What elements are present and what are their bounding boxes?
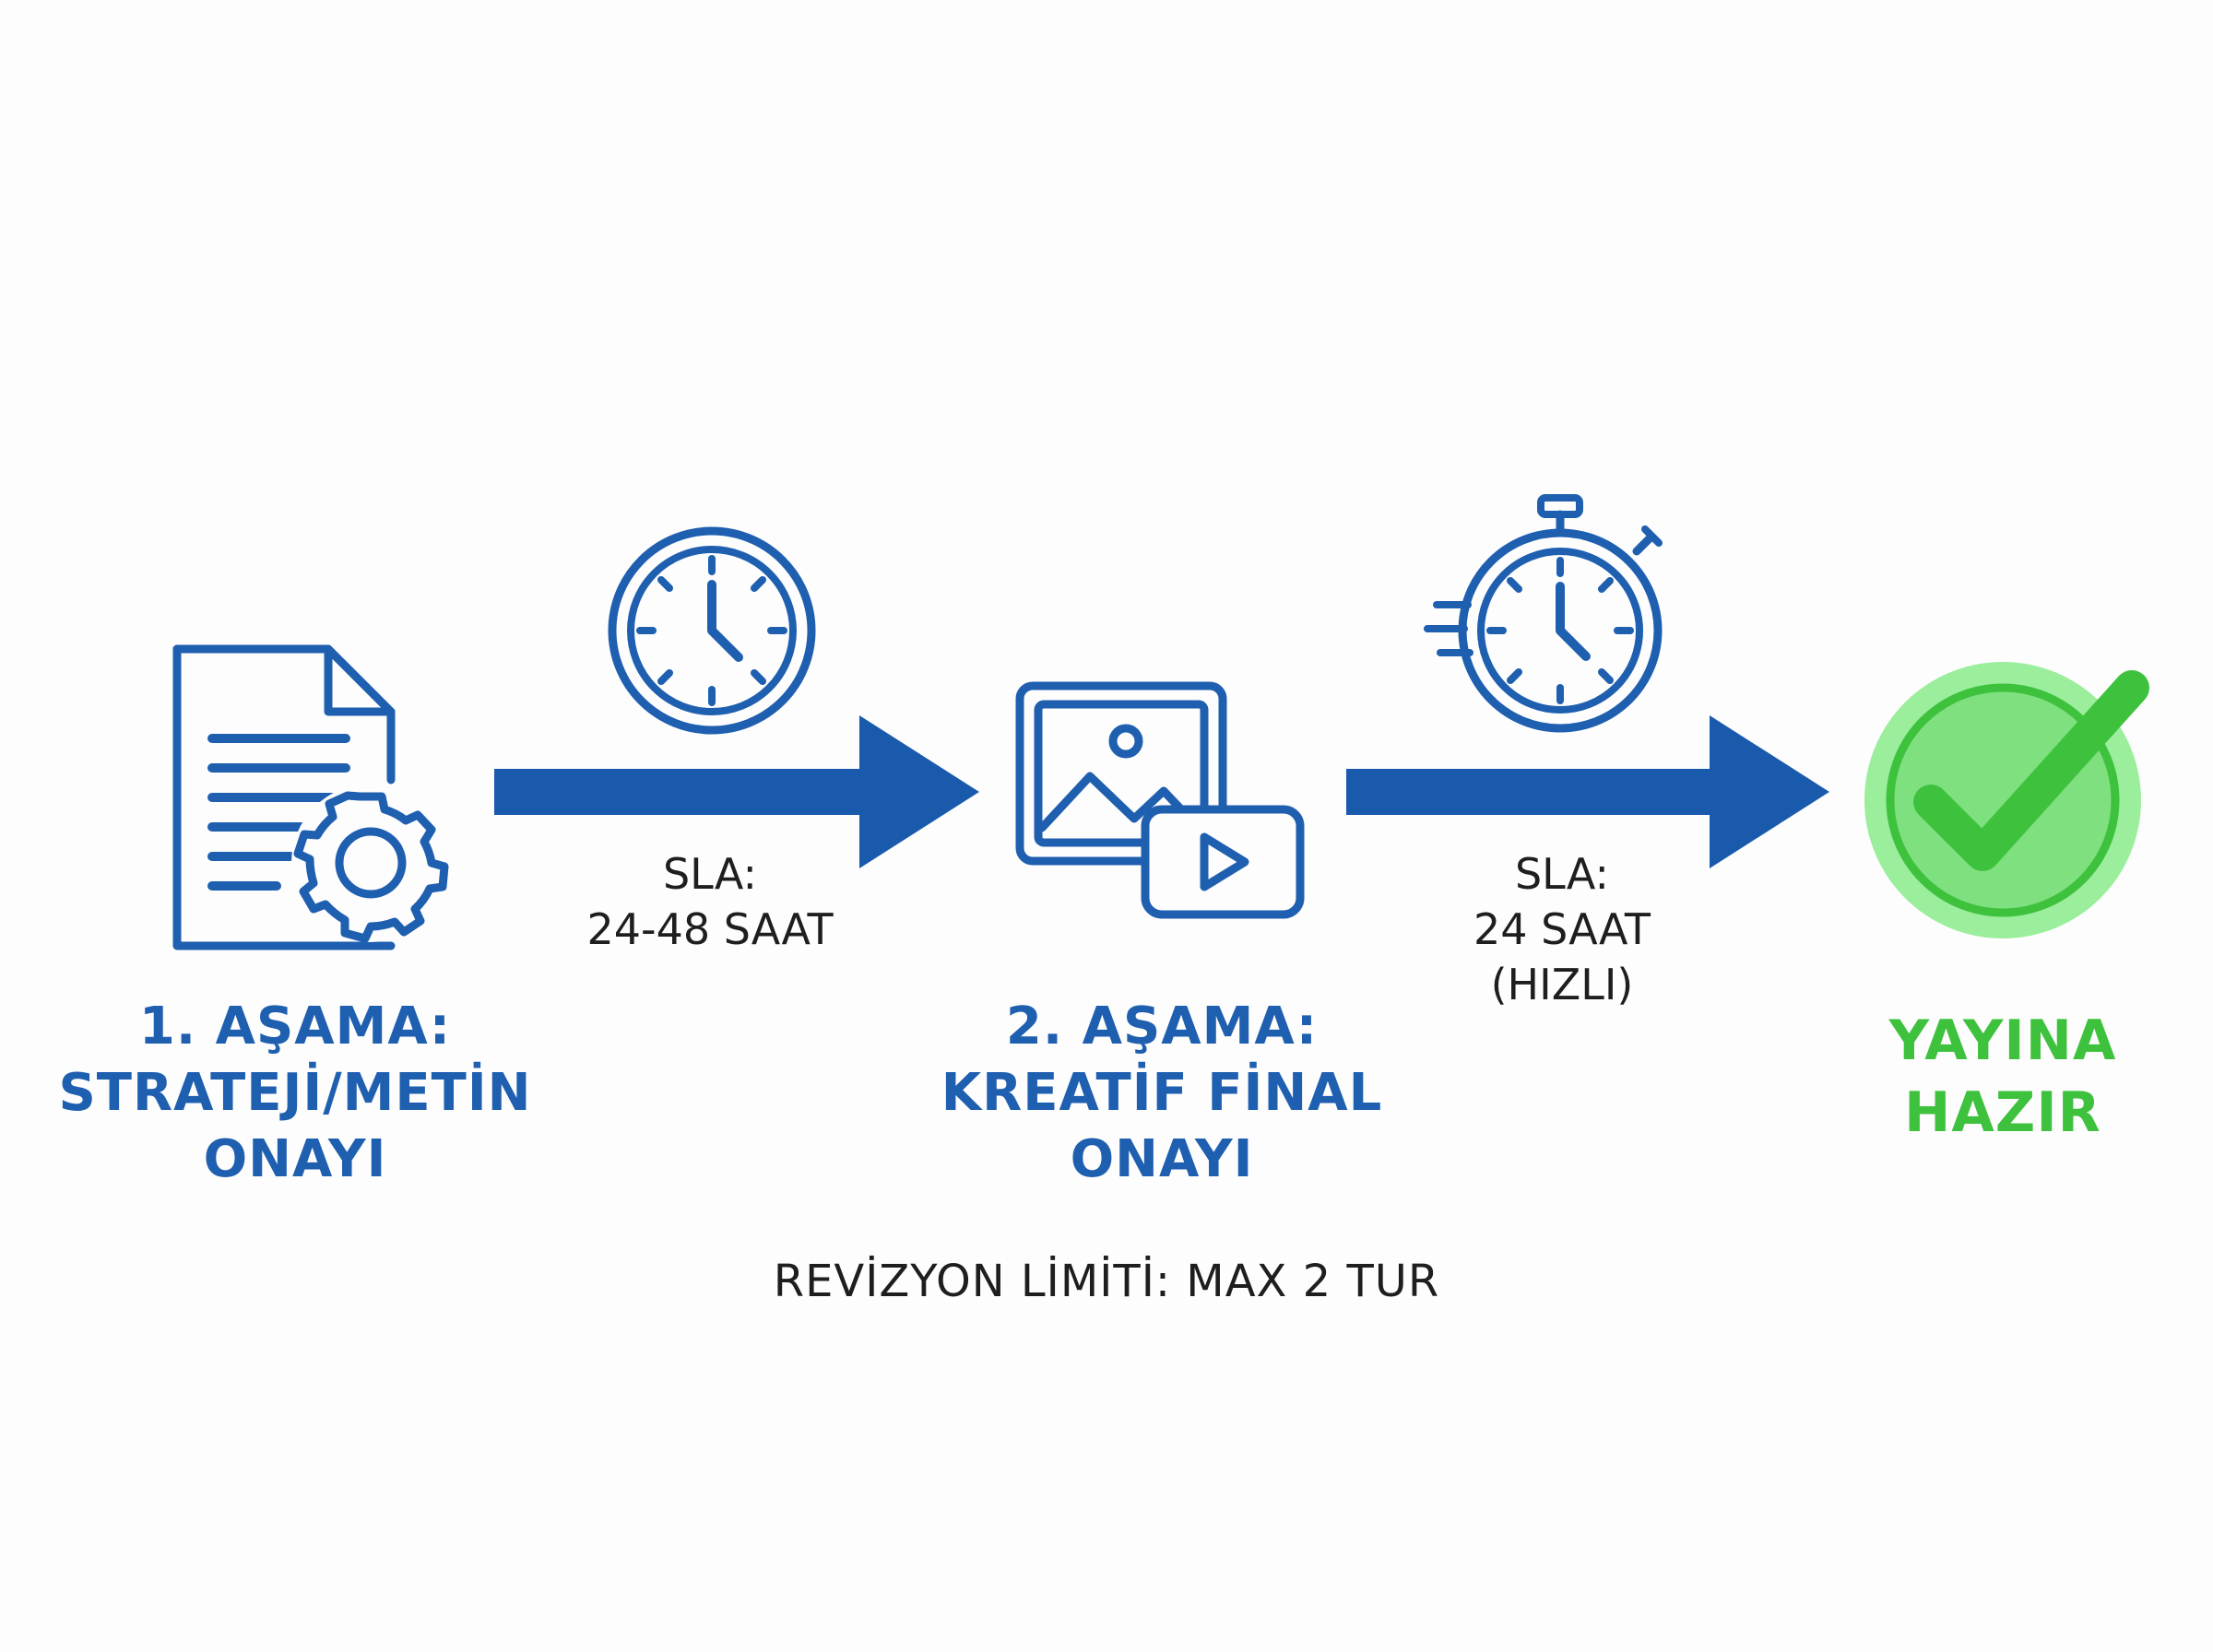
arrow-1-icon <box>494 715 979 868</box>
final-title-line: HAZIR <box>1904 1080 2101 1145</box>
stage-1-title: 1. AŞAMA: STRATEJİ/METİN ONAYI <box>37 994 553 1193</box>
arrow-2-icon <box>1346 715 1829 868</box>
stopwatch-fast-icon <box>1424 494 1663 733</box>
sla-1-line: 24-48 SAAT <box>586 904 834 954</box>
final-title-line: YAYINA <box>1888 1009 2117 1073</box>
final-title: YAYINA HAZIR <box>1781 1005 2213 1149</box>
stage-1-title-line: 1. AŞAMA: <box>138 997 452 1056</box>
sla-2-line: 24 SAAT <box>1473 904 1651 954</box>
stage-2-title-line: KREATİF FİNAL <box>941 1063 1383 1123</box>
revision-limit-note: REVİZYON LİMİTİ: MAX 2 TUR <box>773 1256 1440 1307</box>
checkmark-circle-icon <box>1864 662 2149 938</box>
clock-icon <box>608 526 816 735</box>
sla-1-line: SLA: <box>662 849 758 899</box>
sla-1-label: SLA: 24-48 SAAT <box>516 846 904 957</box>
sla-2-line: SLA: <box>1514 849 1610 899</box>
stage-2-title: 2. AŞAMA: KREATİF FİNAL ONAYI <box>904 994 1420 1193</box>
stage-1-title-line: STRATEJİ/METİN <box>58 1063 532 1123</box>
stage-2-title-line: ONAYI <box>1070 1129 1254 1189</box>
sla-2-label: SLA: 24 SAAT (HIZLI) <box>1378 846 1746 1012</box>
stage-2-title-line: 2. AŞAMA: <box>1005 997 1319 1056</box>
sla-2-line: (HIZLI) <box>1490 960 1634 1009</box>
stage-1-title-line: ONAYI <box>203 1129 387 1189</box>
document-gear-icon <box>172 644 450 950</box>
image-video-icon <box>1015 681 1305 919</box>
